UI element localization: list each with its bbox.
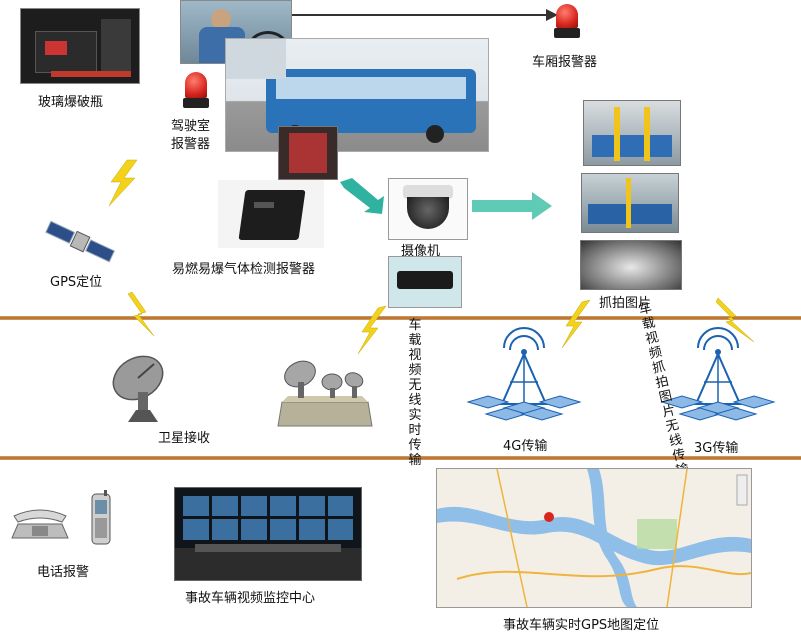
lightning-icon-video <box>357 305 387 355</box>
satellite-dish-icon <box>112 355 164 422</box>
monitor-center-photo <box>174 487 362 581</box>
lightning-icon-satellite <box>127 291 155 337</box>
desk-phone-icon <box>11 509 69 539</box>
driver-alarm-label-line1: 驾驶室 <box>171 119 211 134</box>
arrow-to-cabin-alarm <box>290 9 558 21</box>
video-wireless-label: 车载视频无线实时传输 <box>408 318 422 468</box>
glass-breaker-photo <box>20 8 140 84</box>
gas-detector-photo <box>218 180 324 248</box>
cabin-alarm-label: 车厢报警器 <box>532 55 598 70</box>
layer-separator-bottom <box>0 456 801 460</box>
vehicle-dvr-photo <box>388 256 462 308</box>
dvr-unit-photo <box>278 126 338 180</box>
driver-siren-icon <box>183 72 209 112</box>
arrow-to-cabin-screens <box>472 192 552 220</box>
tower-4g-icon <box>466 327 582 421</box>
lightning-icon-3g <box>715 297 755 343</box>
satellite-icon <box>45 220 116 263</box>
gps-map-photo <box>436 468 752 608</box>
phone-alarm-label: 电话报警 <box>37 565 90 580</box>
layer-separator-top <box>0 316 801 320</box>
satellite-receive-label: 卫星接收 <box>158 431 211 446</box>
lightning-icon-gps <box>108 159 138 207</box>
cabin-interior-photo-2 <box>581 173 679 233</box>
camera-label: 摄像机 <box>401 244 441 259</box>
mobile-phone-icon <box>91 490 111 545</box>
cabin-interior-photo-1 <box>583 100 681 166</box>
ground-station-icon <box>277 360 373 427</box>
lightning-icon-4g <box>561 299 591 349</box>
monitor-center-label: 事故车辆视频监控中心 <box>185 591 316 606</box>
snapshot-label: 抓拍图片 <box>599 296 652 311</box>
cabin-interior-photo-3 <box>580 240 682 290</box>
arrow-to-camera <box>340 178 384 214</box>
glass-breaker-label: 玻璃爆破瓶 <box>38 95 104 110</box>
gas-detector-label: 易燃易爆气体检测报警器 <box>172 262 316 277</box>
trans-4g-label: 4G传输 <box>503 439 548 454</box>
map-drawing <box>437 469 751 607</box>
gps-label: GPS定位 <box>50 275 103 290</box>
bus-photo <box>225 38 489 152</box>
driver-alarm-label-line2: 报警器 <box>171 137 211 152</box>
trans-3g-label: 3G传输 <box>694 441 739 456</box>
cabin-siren-icon <box>554 4 580 42</box>
gps-map-label: 事故车辆实时GPS地图定位 <box>503 618 660 633</box>
tower-3g-icon <box>660 327 776 421</box>
dome-camera-icon <box>388 178 468 240</box>
